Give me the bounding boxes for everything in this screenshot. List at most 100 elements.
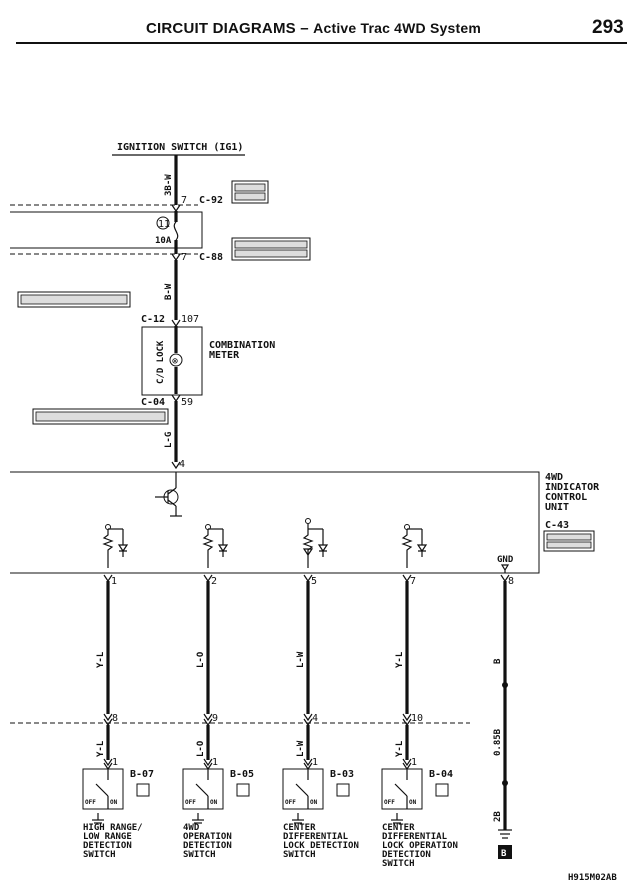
channel-switch-arrow <box>402 758 412 771</box>
input-circuit-2 <box>202 524 229 568</box>
c88-label: C-88 <box>199 252 223 263</box>
channel-wire-label: L-O <box>196 651 206 668</box>
switch-connector-label: B-07 <box>130 769 154 780</box>
input-circuit-1 <box>102 524 129 568</box>
switch-name-line: DETECTION <box>183 841 232 851</box>
c12-connector-icon <box>17 291 131 308</box>
wire-label-b-w: B-W <box>164 283 174 300</box>
switch-name-line: OPERATION <box>183 832 232 842</box>
switch-name-line: DIFFERENTIAL <box>382 832 448 842</box>
switch-name-line: SWITCH <box>183 850 216 860</box>
c88-connector-icon <box>231 237 311 261</box>
switch-name-line: CENTER <box>283 823 316 833</box>
channel-wire-label-lower: L-W <box>296 740 306 757</box>
ground-pin: 8 <box>508 576 514 587</box>
switch-name-line: 4WD <box>183 823 200 833</box>
switch-name-line: SWITCH <box>382 859 415 869</box>
switch-box <box>182 768 224 810</box>
c88-pin: 7 <box>181 252 187 263</box>
c43-connector-icon <box>543 530 595 552</box>
switch-connector-label: B-05 <box>230 769 254 780</box>
channel-switch-pin: 1 <box>212 757 218 768</box>
fuse-number: 11 <box>158 219 170 230</box>
unit-name-line2: INDICATOR <box>545 482 600 493</box>
channel-switch-arrow <box>103 758 113 771</box>
c04-label: C-04 <box>141 397 165 408</box>
channel-switch-pin: 1 <box>411 757 417 768</box>
section-title: CIRCUIT DIAGRAMS – <box>146 20 309 37</box>
cd-lock-lamp-icon <box>169 353 183 367</box>
unit-name-line4: UNIT <box>545 502 569 513</box>
meter-name-line1: COMBINATION <box>209 340 275 351</box>
system-title: Active Trac 4WD System <box>313 20 481 36</box>
c12-arrow <box>171 319 181 328</box>
switch-lever <box>295 783 309 797</box>
input-circuit-5 <box>302 518 329 568</box>
switch-off-label: OFF <box>285 799 296 806</box>
ground-circuit <box>498 574 512 859</box>
unit-name-line1: 4WD <box>545 472 563 483</box>
ground-wire-b: B <box>493 658 503 664</box>
ignition-switch-label: IGNITION SWITCH (IG1) <box>117 142 243 153</box>
switch-name-line: DETECTION <box>83 841 132 851</box>
switch-box <box>82 768 124 810</box>
wire-label-3b-w: 3B-W <box>164 174 174 196</box>
fuse-rating: 10A <box>155 236 172 246</box>
ground-wire-085b: 0.85B <box>493 728 503 756</box>
c92-label: C-92 <box>199 195 223 206</box>
channel-unit-pin: 7 <box>410 576 416 587</box>
cd-lock-label: C/D LOCK <box>156 340 166 384</box>
switch-name-line: LOCK OPERATION <box>382 841 458 851</box>
channel-wire-label-lower: Y-L <box>96 740 106 757</box>
unit-input-pin: 4 <box>179 459 185 470</box>
channel-wire-label-lower: L-O <box>196 740 206 757</box>
switch-on-label: ON <box>210 799 218 806</box>
switch-name-line: HIGH RANGE/ <box>83 823 143 833</box>
switch-on-label: ON <box>110 799 118 806</box>
channel-wire-label: L-W <box>296 651 306 668</box>
switch-off-label: OFF <box>185 799 196 806</box>
header-rule <box>16 42 627 44</box>
fuse-number-circle <box>156 216 170 230</box>
switch-connector-icon <box>336 783 350 797</box>
channel-unit-pin: 2 <box>211 576 217 587</box>
switch-lever <box>195 783 209 797</box>
unit-input-arrow <box>171 461 181 470</box>
switch-lever <box>95 783 109 797</box>
channel-junction-pin: 4 <box>312 713 318 724</box>
c04-connector-icon <box>32 408 169 425</box>
switch-connector-icon <box>136 783 150 797</box>
channel-switch-arrow <box>303 758 313 771</box>
gnd-label: GND <box>497 555 514 565</box>
c92-connector-icon <box>231 180 269 204</box>
gnd-terminal <box>500 564 510 573</box>
fuse-element <box>173 221 179 241</box>
ground-wire-2b: 2B <box>493 811 503 822</box>
page-number: 293 <box>592 17 624 38</box>
channel-junction-pin: 10 <box>411 713 423 724</box>
switch-name-line: DETECTION <box>382 850 431 860</box>
ground-point-label: B <box>501 849 507 859</box>
channel-unit-pin: 1 <box>111 576 117 587</box>
switch-connector-label: B-04 <box>429 769 453 780</box>
channel-switch-pin: 1 <box>312 757 318 768</box>
switch-name-line: LOCK DETECTION <box>283 841 359 851</box>
wire-label-l-g: L-G <box>164 432 174 448</box>
junction-block-outline <box>10 211 203 249</box>
channel-wire-label: Y-L <box>96 651 106 668</box>
lamp-driver-transistor <box>155 472 182 517</box>
meter-name-line2: METER <box>209 350 240 361</box>
switch-connector-icon <box>435 783 449 797</box>
c92-pin: 7 <box>181 195 187 206</box>
page-title: CIRCUIT DIAGRAMS – Active Trac 4WD Syste… <box>146 20 481 37</box>
channel-wire-label-lower: Y-L <box>395 740 405 757</box>
unit-name-line3: CONTROL <box>545 492 587 503</box>
switch-name-line: SWITCH <box>83 850 116 860</box>
c04-arrow <box>171 394 181 403</box>
channel-switch-arrow <box>203 758 213 771</box>
switch-box <box>381 768 423 810</box>
switch-name-line: SWITCH <box>283 850 316 860</box>
lamp-glyph: ⊗ <box>172 356 178 367</box>
